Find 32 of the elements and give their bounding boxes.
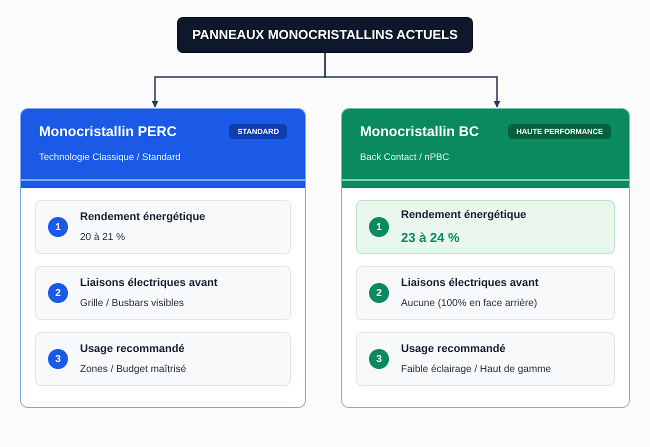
item-heading: Rendement énergétique: [80, 210, 206, 226]
item-heading: Rendement énergétique: [401, 208, 526, 223]
number-badge: 2: [369, 283, 389, 303]
card-title: Monocristallin PERC: [39, 122, 177, 141]
connector-arrow: [324, 53, 500, 108]
panel-card: [341, 108, 630, 408]
item-card: [35, 200, 291, 254]
card-title: Monocristallin BC: [360, 122, 480, 141]
item-card: [356, 332, 615, 386]
item-value: Grille / Busbars visibles: [80, 296, 185, 311]
item-value: Aucune (100% en face arrière): [401, 296, 538, 311]
item-heading: Usage recommandé: [401, 342, 507, 358]
number-badge: 3: [369, 349, 389, 369]
card-subtitle: Back Contact / nPBC: [360, 151, 450, 165]
panel-card: [20, 108, 306, 408]
item-card: [35, 266, 291, 320]
item-card: [35, 332, 291, 386]
highlighted-item-card: [356, 200, 615, 254]
number-badge: 1: [369, 217, 389, 237]
item-value: 20 à 21 %: [80, 230, 126, 245]
item-value: Faible éclairage / Haut de gamme: [401, 362, 552, 377]
number-badge: 2: [48, 283, 68, 303]
number-badge: 1: [48, 217, 68, 237]
number-badge: 3: [48, 349, 68, 369]
item-heading: Liaisons électriques avant: [80, 276, 218, 292]
title-box: PANNEAUX MONOCRISTALLINS ACTUELS: [177, 17, 473, 53]
item-card: [356, 266, 615, 320]
item-value: 23 à 24 %: [401, 228, 461, 246]
item-heading: Usage recommandé: [80, 342, 186, 358]
item-heading: Liaisons électriques avant: [401, 276, 539, 292]
card-subtitle: Technologie Classique / Standard: [39, 151, 182, 165]
item-value: Zones / Budget maîtrisé: [80, 362, 186, 377]
